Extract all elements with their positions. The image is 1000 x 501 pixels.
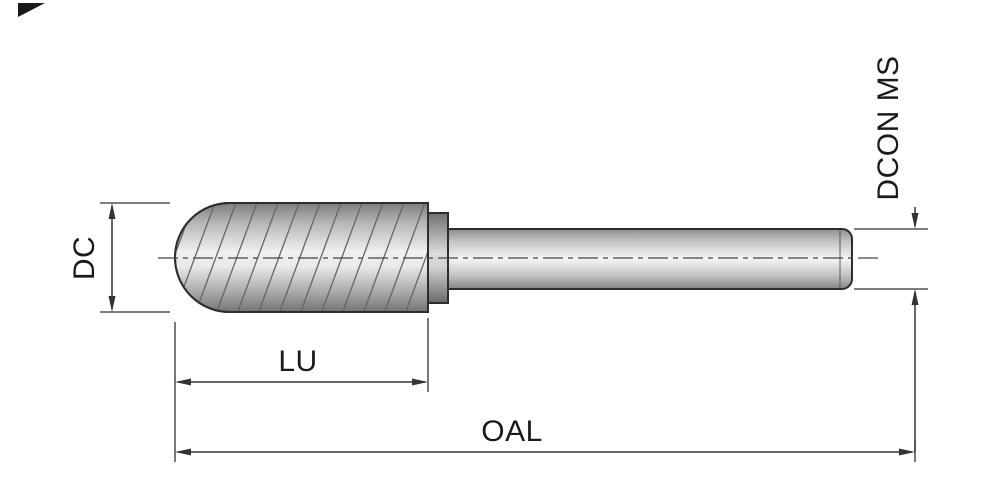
lu-arrow-right: [412, 378, 428, 386]
oal-label: OAL: [481, 415, 543, 448]
corner-mark: [18, 3, 45, 17]
dc-arrow-up: [108, 203, 116, 219]
dcon-arrow-down: [911, 213, 919, 229]
cutting-head: [174, 202, 429, 313]
flute-hatch-pattern: [174, 203, 428, 312]
dc-dimension: DC: [68, 202, 170, 313]
dc-arrow-down: [108, 296, 116, 312]
oal-dimension: OAL: [175, 415, 916, 462]
oal-arrow-left: [175, 448, 191, 456]
dcon-arrow-up: [911, 289, 919, 305]
lu-label: LU: [278, 345, 317, 378]
dc-label: DC: [68, 236, 101, 280]
burr-tool: [158, 202, 882, 313]
dcon-dimension: DCON MS: [854, 55, 928, 452]
shank: [447, 228, 853, 290]
lu-dimension: LU: [174, 318, 429, 462]
oal-arrow-right: [899, 448, 915, 456]
dcon-ms-label: DCON MS: [872, 55, 905, 200]
lu-arrow-left: [175, 378, 191, 386]
